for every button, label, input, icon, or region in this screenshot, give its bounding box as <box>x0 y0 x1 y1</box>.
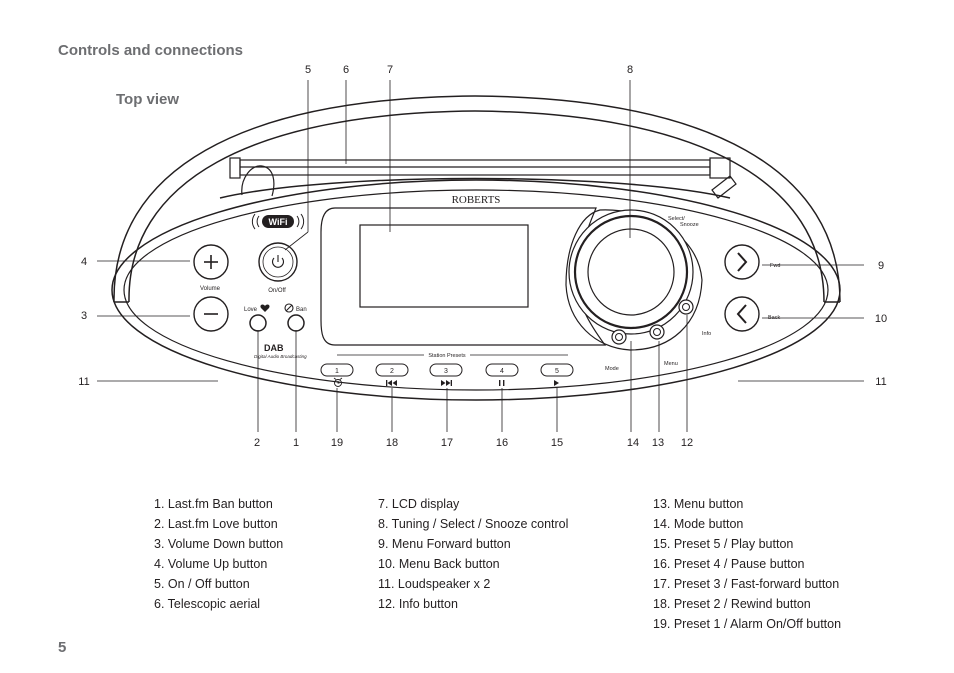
legend-item: 14. Mode button <box>653 517 744 531</box>
legend-item: 7. LCD display <box>378 497 460 511</box>
heart-icon <box>260 304 270 312</box>
callout-19: 19 <box>331 437 343 449</box>
fwd-label: Fwd <box>770 263 780 269</box>
legend-column-3: 13. Menu button 14. Mode button 15. Pres… <box>653 494 841 634</box>
menu-label: Menu <box>664 361 678 367</box>
legend-item: 8. Tuning / Select / Snooze control <box>378 517 569 531</box>
telescopic-aerial <box>229 157 737 199</box>
callout-13: 13 <box>652 437 664 449</box>
svg-text:WiFi: WiFi <box>269 217 288 227</box>
legend-item: 17. Preset 3 / Fast-forward button <box>653 577 840 591</box>
volume-label: Volume <box>200 286 221 292</box>
rewind-icon <box>386 380 397 386</box>
preset-1-button[interactable]: 1 <box>320 363 354 377</box>
callout-lines <box>97 80 864 432</box>
callout-17: 17 <box>441 437 453 449</box>
menu-back-button[interactable] <box>724 296 760 332</box>
on-off-button[interactable] <box>258 242 298 282</box>
brand-logo: ROBERTS <box>452 194 501 206</box>
callout-12: 12 <box>681 437 693 449</box>
svg-text:1: 1 <box>335 368 339 375</box>
legend-item: 2. Last.fm Love button <box>154 517 278 531</box>
callout-11-right: 11 <box>875 376 886 388</box>
wifi-badge: WiFi <box>251 213 305 230</box>
select-label-1: Select/ <box>668 216 685 222</box>
info-label: Info <box>702 331 711 337</box>
legend-column-2: 7. LCD display 8. Tuning / Select / Snoo… <box>378 494 568 614</box>
ban-label: Ban <box>296 307 307 313</box>
fast-forward-icon <box>441 380 452 386</box>
subsection-title: Top view <box>116 91 180 108</box>
legend-column-1: 1. Last.fm Ban button 2. Last.fm Love bu… <box>154 494 283 614</box>
dab-caption: Digital Audio Broadcasting <box>254 354 307 359</box>
legend-item: 12. Info button <box>378 597 458 611</box>
mode-button[interactable] <box>611 329 627 345</box>
volume-up-button[interactable] <box>193 244 229 280</box>
radio-body <box>111 177 841 401</box>
select-label-2: Snooze <box>680 222 699 228</box>
callout-7: 7 <box>387 64 393 76</box>
love-label: Love <box>244 307 258 313</box>
volume-down-button[interactable] <box>193 296 229 332</box>
callout-8: 8 <box>627 64 633 76</box>
callout-9: 9 <box>878 260 884 272</box>
legend-item: 9. Menu Forward button <box>378 537 511 551</box>
dab-logo: DAB <box>264 343 284 353</box>
svg-text:2: 2 <box>390 368 394 375</box>
section-title: Controls and connections <box>58 42 244 59</box>
callout-5: 5 <box>305 64 311 76</box>
preset-4-button[interactable]: 4 <box>485 363 519 377</box>
callout-18: 18 <box>386 437 398 449</box>
info-button[interactable] <box>678 299 694 315</box>
on-off-label: On/Off <box>268 288 286 294</box>
callout-4: 4 <box>81 256 87 268</box>
station-presets-label: Station Presets <box>428 353 466 359</box>
lcd-display <box>320 207 607 346</box>
legend-item: 19. Preset 1 / Alarm On/Off button <box>653 617 842 631</box>
svg-text:5: 5 <box>555 368 559 375</box>
love-button[interactable] <box>249 314 267 332</box>
legend-item: 11. Loudspeaker x 2 <box>378 577 491 591</box>
callout-2: 2 <box>254 437 260 449</box>
legend-item: 15. Preset 5 / Play button <box>653 537 794 551</box>
pause-icon <box>499 380 505 386</box>
tuning-select-control[interactable] <box>565 209 703 351</box>
svg-text:3: 3 <box>444 368 448 375</box>
callout-15: 15 <box>551 437 563 449</box>
legend-item: 1. Last.fm Ban button <box>154 497 273 511</box>
ban-button[interactable] <box>287 314 305 332</box>
menu-forward-button[interactable] <box>724 244 760 280</box>
play-icon <box>554 380 559 386</box>
svg-text:4: 4 <box>500 368 504 375</box>
page-number: 5 <box>58 639 67 656</box>
preset-5-button[interactable]: 5 <box>540 363 574 377</box>
alarm-clock-icon <box>333 377 343 387</box>
callout-10: 10 <box>875 313 887 325</box>
legend-item: 4. Volume Up button <box>154 557 268 571</box>
mode-label: Mode <box>605 366 619 372</box>
legend-item: 6. Telescopic aerial <box>154 597 261 611</box>
callout-16: 16 <box>496 437 508 449</box>
legend-item: 13. Menu button <box>653 497 744 511</box>
legend-item: 5. On / Off button <box>154 577 250 591</box>
callout-11-left: 11 <box>78 376 89 388</box>
callout-1: 1 <box>293 437 299 449</box>
callout-14: 14 <box>627 437 639 449</box>
legend-item: 10. Menu Back button <box>378 557 500 571</box>
callout-numbers: 5 6 7 8 4 3 11 9 10 11 2 1 19 18 17 16 1… <box>78 64 887 449</box>
preset-2-button[interactable]: 2 <box>375 363 409 377</box>
ban-icon <box>284 303 294 313</box>
legend-item: 3. Volume Down button <box>154 537 284 551</box>
callout-6: 6 <box>343 64 349 76</box>
legend-item: 16. Preset 4 / Pause button <box>653 557 805 571</box>
menu-button[interactable] <box>649 324 665 340</box>
callout-3: 3 <box>81 310 87 322</box>
legend-item: 18. Preset 2 / Rewind button <box>653 597 811 611</box>
preset-3-button[interactable]: 3 <box>429 363 463 377</box>
